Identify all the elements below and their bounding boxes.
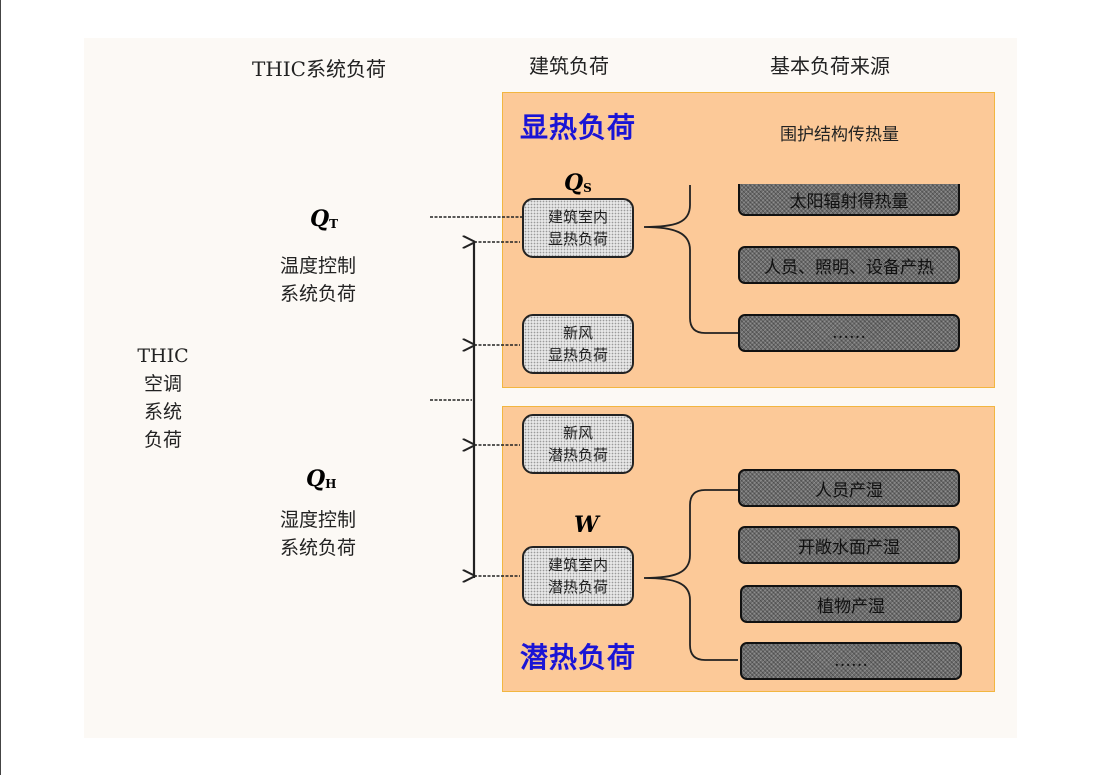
qs-symbol: QS [564,170,592,196]
fresh-air-latent-load-box: 新风 潜热负荷 [522,414,634,474]
envelope-heat-transfer-label: 围护结构传热量 [780,125,899,145]
people-moisture-source-box: 人员产湿 [738,469,960,507]
latent-load-title: 潜热负荷 [520,641,637,674]
header-building-load: 建筑负荷 [529,54,609,78]
header-basic-load-source: 基本负荷来源 [770,54,890,78]
fresh-air-sensible-load-box: 新风 显热负荷 [522,314,634,374]
people-lighting-equipment-source-box: 人员、照明、设备产热 [738,246,960,284]
temperature-control-load-label: 温度控制 系统负荷 [279,255,356,305]
solar-radiation-source-box: 太阳辐射得热量 [738,184,960,216]
header-thic-system-load: THIC系统负荷 [252,57,386,81]
indoor-latent-load-box: 建筑室内 潜热负荷 [522,546,634,606]
humidity-control-load-label: 湿度控制 系统负荷 [279,509,356,559]
indoor-sensible-load-box: 建筑室内 显热负荷 [522,198,634,258]
plant-moisture-source-box: 植物产湿 [740,585,962,623]
w-symbol: W [574,512,599,538]
thic-ac-system-load-label: THIC 空调 系统 负荷 [137,345,189,451]
sensible-more-source-box: …… [738,314,960,352]
qh-symbol: QH [306,466,337,492]
sensible-load-title: 显热负荷 [520,111,637,144]
latent-more-source-box: …… [740,642,962,680]
open-water-moisture-source-box: 开敞水面产湿 [738,526,960,564]
frame-left-border [0,0,1,775]
qt-symbol: QT [310,206,339,232]
